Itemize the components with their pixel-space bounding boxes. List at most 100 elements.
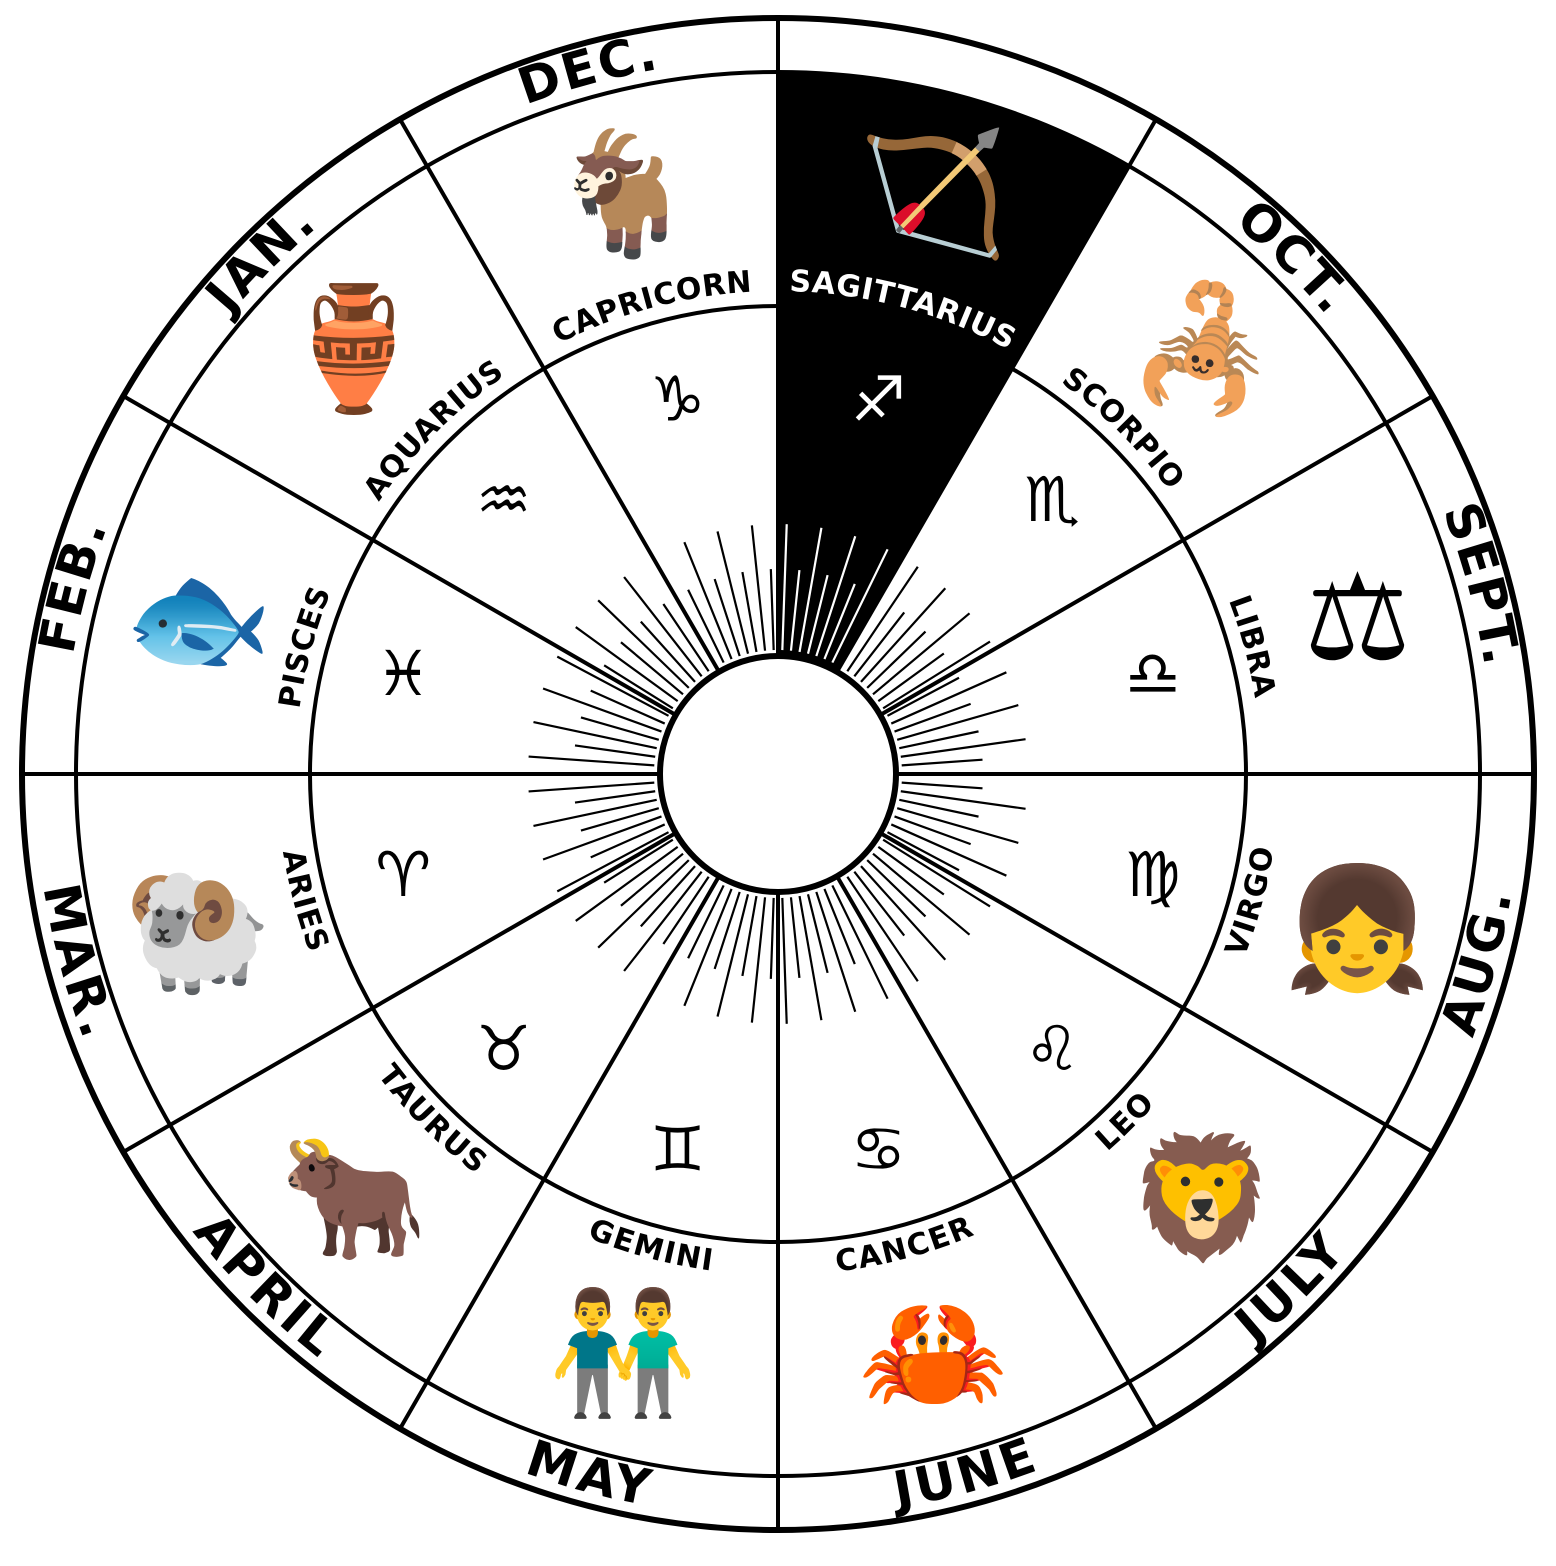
sun-ray [750, 897, 767, 1023]
sun-ray [716, 894, 750, 1017]
sun-ray [716, 531, 750, 654]
capricorn-glyph-icon: ♑ [650, 363, 706, 436]
sun-ray [886, 676, 960, 717]
sun-ray [886, 831, 960, 872]
sun-ray [533, 720, 657, 750]
virgo-glyph-icon: ♍ [1125, 838, 1181, 911]
sun-disc [657, 653, 899, 895]
sun-ray [896, 704, 1019, 741]
sign-label-cancer: CANCER [833, 1209, 979, 1279]
sun-ray [575, 626, 679, 703]
sun-ray [640, 865, 696, 928]
gemini-glyph-icon: ♊ [650, 1112, 706, 1185]
maiden-icon: 👧 [1283, 860, 1432, 999]
sun-ray [823, 583, 856, 660]
segment-divider [835, 875, 1158, 1430]
sun-ray [806, 894, 829, 974]
sun-ray [542, 687, 662, 733]
sun-ray [789, 897, 801, 978]
centaur-archer-icon: 🏹 [859, 125, 1008, 265]
twins-icon: 👬 [548, 1284, 697, 1423]
sun-ray [896, 807, 1019, 844]
sun-rays-icon [528, 524, 1028, 1024]
sun-ray [872, 612, 971, 696]
sun-ray [877, 652, 945, 703]
sun-ray [806, 574, 829, 654]
sun-ray [815, 535, 857, 657]
month-label-capricorn: DEC. [510, 23, 663, 116]
taurus-glyph-icon: ♉ [476, 1012, 532, 1085]
sun-ray [860, 865, 947, 961]
sun-ray [900, 790, 1026, 810]
sun-ray [528, 781, 655, 793]
aquarius-glyph-icon: ♒ [476, 463, 532, 536]
sun-ray [872, 852, 971, 936]
sun-ray [798, 527, 823, 653]
sun-ray [533, 798, 657, 828]
sun-ray [900, 738, 1026, 758]
sun-ray [528, 755, 655, 767]
sun-ray [741, 895, 758, 977]
sun-ray [687, 589, 725, 664]
aries-glyph-icon: ♈ [375, 838, 431, 911]
sun-ray [580, 807, 660, 832]
sun-ray [781, 897, 788, 1024]
sun-ray [556, 655, 670, 717]
sun-ray [846, 566, 919, 672]
sun-ray [798, 895, 823, 1021]
sun-ray [574, 744, 656, 758]
segment-divider [879, 831, 1434, 1154]
cancer-glyph-icon: ♋ [851, 1112, 907, 1185]
sun-ray [683, 888, 733, 1007]
sun-ray [831, 548, 889, 664]
sun-ray [620, 641, 684, 696]
sun-ray [866, 859, 927, 918]
sun-ray [597, 599, 690, 689]
sun-ray [894, 702, 972, 733]
sun-ray [846, 876, 919, 982]
sun-ray [574, 790, 656, 804]
sun-ray [882, 838, 991, 908]
bull-icon: 🐂 [279, 1129, 428, 1268]
sun-ray [901, 781, 983, 790]
sun-ray [603, 664, 674, 710]
sun-ray [781, 524, 788, 651]
sun-ray [750, 525, 767, 651]
sun-ray [590, 823, 666, 859]
sun-ray [597, 859, 690, 949]
sun-ray [713, 578, 741, 657]
sun-ray [556, 831, 670, 893]
sun-ray [901, 758, 983, 767]
sun-ray [620, 852, 684, 907]
segment-divider [835, 118, 1158, 673]
sun-ray [890, 823, 1007, 877]
highlight-sector [778, 72, 1129, 672]
month-label-libra: SEPT. [1432, 495, 1531, 672]
sun-ray [769, 897, 775, 979]
sign-label-capricorn: CAPRICORN [546, 264, 753, 350]
scorpion-icon: 🦂 [1128, 277, 1277, 420]
sun-ray [623, 871, 703, 972]
crab-icon: 🦀 [859, 1284, 1008, 1423]
sun-ray [882, 640, 991, 710]
month-label-pisces: FEB. [27, 509, 119, 657]
sun-ray [683, 541, 733, 660]
sun-ray [769, 569, 775, 651]
sign-label-gemini: GEMINI [584, 1211, 716, 1278]
sun-ray [853, 611, 906, 677]
sun-ray [894, 815, 972, 846]
sun-ray [831, 884, 889, 1000]
sun-ray [823, 888, 856, 965]
sun-ray [789, 570, 801, 651]
sun-ray [662, 876, 710, 945]
sun-ray [575, 845, 679, 922]
leo-glyph-icon: ♌ [1025, 1012, 1081, 1085]
fish-icon: 🐟 [124, 549, 273, 688]
sun-ray [580, 716, 660, 741]
libra-glyph-icon: ♎ [1125, 637, 1181, 710]
sun-ray [899, 730, 979, 750]
sign-label-libra: LIBRA [1222, 591, 1283, 701]
segment-dividers [22, 18, 1534, 1530]
sun-ray [603, 838, 674, 884]
